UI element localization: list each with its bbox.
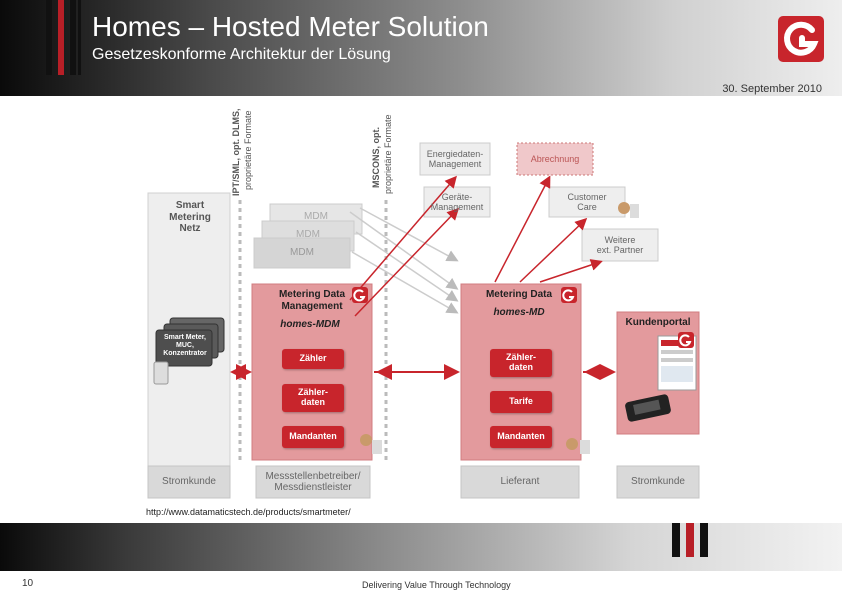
header-stripe-red	[58, 0, 64, 75]
page-title: Homes – Hosted Meter Solution	[92, 11, 489, 42]
red-arrow-mdm-geraete	[354, 207, 460, 317]
red-arrow-md-abrechnung	[494, 175, 551, 283]
abrechnung-label: Abrechnung	[530, 153, 580, 164]
energiedaten-box	[419, 142, 491, 176]
md-panel-subtitle: homes-MD	[493, 307, 545, 318]
messstellen-label: Messstellenbetreiber/ Messdienstleister	[265, 470, 361, 494]
header-stripe-black	[46, 0, 52, 75]
source-url-link[interactable]: http://www.datamaticstech.de/products/sm…	[146, 507, 351, 517]
portal-logo-icon	[678, 332, 694, 348]
footer-tagline: Delivering Value Through Technology	[362, 580, 511, 590]
mdm-panel-title: Metering Data Management	[278, 289, 346, 312]
mdm-box-front	[253, 237, 351, 269]
stromkunde-left-box	[147, 465, 231, 499]
customer-care-box	[548, 186, 626, 218]
gray-arrow-2	[355, 231, 459, 302]
stromkunde-right-box	[616, 465, 700, 499]
people-icon-md	[566, 438, 590, 454]
stromkunde-right-label: Stromkunde	[631, 476, 685, 488]
lieferant-box	[460, 465, 580, 499]
md-zaehlerdaten-button[interactable]: Zähler- daten	[490, 349, 552, 377]
protocol-left-label-2: proprietäre Formate	[243, 110, 253, 190]
red-arrow-mdm-energiedaten	[349, 175, 457, 301]
md-panel-title: Metering Data	[485, 289, 553, 300]
footer-stripe-red	[686, 523, 694, 557]
customer-care-label: Customer Care	[567, 191, 607, 212]
red-arrow-md-partner	[539, 259, 603, 283]
smart-meter-card-1	[155, 329, 213, 367]
kundenportal-title: Kundenportal	[625, 317, 691, 328]
header-stripe-black-3	[78, 0, 81, 75]
geraete-label: Geräte- Management	[430, 191, 484, 212]
red-arrow-md-customer	[519, 217, 588, 283]
gray-arrow-4	[359, 207, 459, 262]
header-bar	[0, 0, 842, 96]
header-stripe-black-2	[70, 0, 76, 75]
protocol-right-label-2: proprietäre Formate	[383, 114, 393, 194]
abrechnung-box	[516, 142, 594, 176]
mdm-zaehlerdaten-button[interactable]: Zähler- daten	[282, 384, 344, 412]
date-label: 30. September 2010	[722, 83, 822, 95]
company-logo-icon	[778, 16, 824, 62]
protocol-right-label: MSCONS, opt.	[371, 127, 381, 188]
page-number: 10	[22, 578, 34, 589]
md-tarife-button[interactable]: Tarife	[490, 391, 552, 413]
md-logo-icon	[561, 287, 577, 303]
mdm-label-back: MDM	[304, 211, 328, 223]
page-subtitle: Gesetzeskonforme Architektur der Lösung	[92, 46, 391, 63]
mdm-zaehler-button[interactable]: Zähler	[282, 349, 344, 369]
people-icon-mdm	[360, 434, 382, 454]
mdm-label-front: MDM	[290, 247, 314, 259]
gray-arrow-3	[351, 251, 459, 314]
mdm-logo-icon	[352, 287, 368, 303]
lieferant-label: Lieferant	[500, 476, 540, 488]
partner-label: Weitere ext. Partner	[596, 234, 644, 255]
md-mandanten-button[interactable]: Mandanten	[490, 426, 552, 448]
protocol-left-label: IPT/SML, opt. DLMS,	[231, 108, 241, 197]
smart-meter-device-icon	[153, 361, 169, 385]
energiedaten-label: Energiedaten- Management	[426, 148, 484, 169]
stromkunde-left-label: Stromkunde	[162, 476, 216, 488]
smart-metering-netz-label: Smart Metering Netz	[169, 200, 211, 234]
mdm-mandanten-button[interactable]: Mandanten	[282, 426, 344, 448]
messstellen-box	[255, 465, 371, 499]
people-icon-care	[618, 202, 639, 218]
mdm-panel-subtitle: homes-MDM	[280, 319, 340, 330]
gray-arrow-1	[349, 211, 459, 290]
mdm-label-mid: MDM	[296, 229, 320, 241]
footer-bar	[0, 523, 842, 571]
footer-stripe-black	[672, 523, 680, 557]
footer-stripe-black-2	[700, 523, 708, 557]
partner-box	[581, 228, 659, 262]
smart-meter-device-label: Smart Meter, MUC, Konzentrator	[163, 334, 207, 358]
